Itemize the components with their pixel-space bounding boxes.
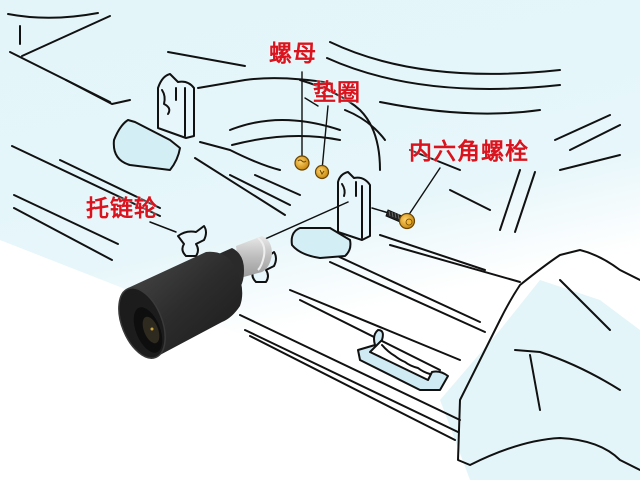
hex-nut-icon (294, 155, 310, 171)
label-carrier-roller: 托链轮 (86, 196, 158, 222)
washer-icon (314, 164, 330, 180)
frame-outline (7, 12, 640, 471)
roller-icon (118, 236, 272, 359)
label-washer: 垫圈 (313, 80, 361, 106)
socket-head-bolt-icon (385, 209, 416, 230)
label-nut: 螺母 (269, 41, 317, 67)
label-hex-socket-bolt: 内六角螺栓 (409, 139, 529, 165)
